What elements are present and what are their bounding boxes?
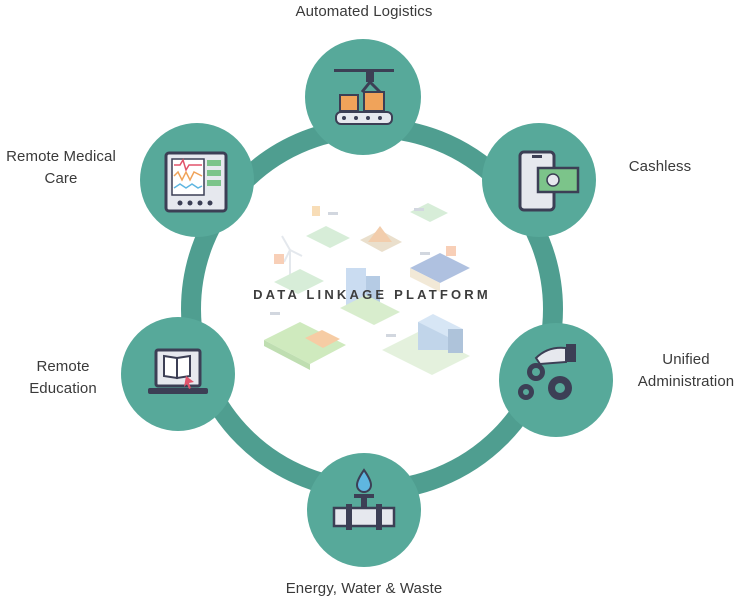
- node-remote-education: [121, 317, 235, 431]
- label-remote-medical-care: Remote Medical Care: [6, 148, 116, 187]
- label-remote-education: Remote Education: [29, 358, 97, 397]
- node-energy-water-waste: [307, 453, 421, 567]
- node-cashless: [482, 123, 596, 237]
- node-unified-administration: [499, 323, 613, 437]
- center-title: DATA LINKAGE PLATFORM: [253, 287, 491, 302]
- node-automated-logistics: [305, 39, 421, 155]
- water-pipe-valve-icon: [332, 468, 396, 530]
- laptop-book-icon: [148, 348, 208, 394]
- city-illustration: [264, 203, 470, 375]
- label-automated-logistics: Automated Logistics: [295, 3, 433, 20]
- conveyor-robot-arm-icon: [334, 69, 394, 125]
- label-unified-administration: Unified Administration: [637, 351, 735, 390]
- label-cashless: Cashless: [628, 158, 692, 175]
- hand-gears-icon: [518, 344, 576, 400]
- medical-monitor-icon: [164, 151, 228, 213]
- smartphone-payment-icon: [518, 150, 580, 212]
- label-energy-water-waste: Energy, Water & Waste: [285, 580, 443, 597]
- node-remote-medical-care: [140, 123, 254, 237]
